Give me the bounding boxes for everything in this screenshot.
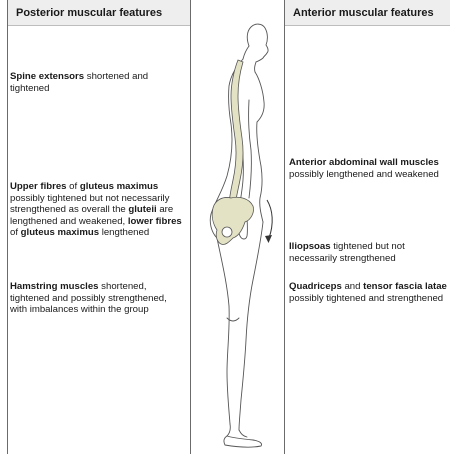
text-segment: lengthened — [99, 227, 149, 238]
foot-outline — [224, 436, 262, 447]
anterior-header: Anterior muscular features — [285, 0, 450, 26]
spine-extensors-note: Spine extensors shortened and tightened — [10, 71, 180, 94]
text-segment: Iliopsoas — [289, 241, 331, 252]
text-segment: possibly lengthened and weakened — [289, 169, 439, 180]
foot-front-outline — [239, 430, 247, 437]
text-segment: gluteii — [128, 204, 156, 215]
back-leg-outline — [217, 238, 230, 436]
posterior-header: Posterior muscular features — [8, 0, 190, 26]
text-segment: gluteus maximus — [21, 227, 99, 238]
hair-outline — [243, 46, 249, 59]
text-segment: Quadriceps — [289, 281, 342, 292]
gluteus-maximus-note: Upper fibres of gluteus maximus possibly… — [10, 181, 188, 239]
quadriceps-note: Quadriceps and tensor fascia latae possi… — [289, 281, 450, 304]
text-segment: Upper fibres — [10, 181, 67, 192]
iliopsoas-note: Iliopsoas tightened but not necessarily … — [289, 241, 449, 264]
head-outline — [247, 24, 268, 62]
text-segment: of — [10, 227, 21, 238]
pelvis-shape — [212, 197, 253, 244]
text-segment: Spine extensors — [10, 71, 84, 82]
hamstring-note: Hamstring muscles shortened, tightened a… — [10, 281, 180, 316]
body-figure-illustration — [191, 0, 284, 454]
neck-outline — [255, 62, 256, 72]
spine-shape — [229, 60, 243, 206]
text-segment: Anterior abdominal wall muscles — [289, 157, 439, 168]
text-segment: and — [342, 281, 363, 292]
pelvic-tilt-arrowhead — [265, 235, 272, 243]
text-segment: of — [67, 181, 80, 192]
front-torso-outline — [255, 72, 264, 222]
front-leg-outline — [239, 222, 263, 430]
text-segment: Hamstring muscles — [10, 281, 99, 292]
pelvic-tilt-arrow — [267, 200, 272, 238]
text-segment: tensor fascia latae — [363, 281, 447, 292]
text-segment: possibly tightened and strengthened — [289, 293, 443, 304]
text-segment: lower fibres — [128, 216, 182, 227]
anterior-column: Anterior muscular features — [284, 0, 450, 454]
hip-socket-shape — [222, 227, 232, 237]
abdominal-wall-note: Anterior abdominal wall muscles possibly… — [289, 157, 449, 180]
arm-inner-outline — [249, 100, 252, 198]
text-segment: gluteus maximus — [80, 181, 158, 192]
